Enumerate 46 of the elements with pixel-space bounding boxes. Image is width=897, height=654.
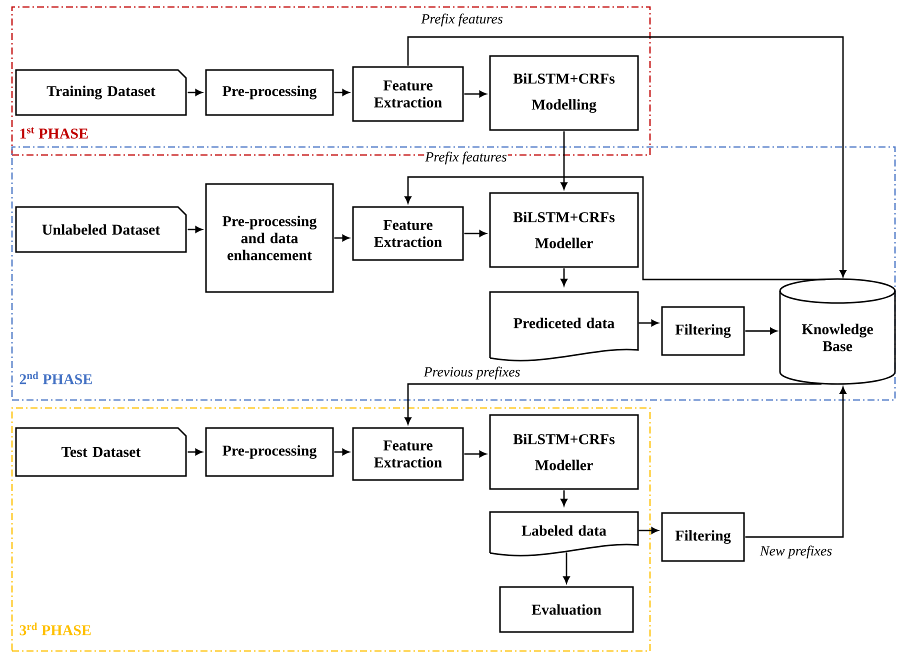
- arrow: [560, 131, 568, 190]
- arrow: [563, 552, 570, 584]
- arrow: [334, 89, 350, 96]
- process-box: Filtering: [661, 306, 745, 356]
- edge-label: Previous prefixes: [422, 366, 522, 380]
- process-box: Pre-processing: [205, 69, 334, 116]
- process-box: Feature Extraction: [352, 206, 464, 261]
- dataset-box: Test Dataset: [15, 427, 187, 477]
- arrow: [464, 450, 486, 458]
- process-box: Feature Extraction: [352, 427, 464, 481]
- database-cylinder: Knowledge Base: [779, 278, 896, 385]
- arrow: [745, 386, 846, 538]
- edge-label: Prefix features: [420, 12, 504, 28]
- document-shape: Prediceted data: [489, 291, 639, 362]
- arrow: [745, 328, 778, 334]
- process-box: Filtering: [661, 512, 745, 562]
- arrow: [334, 448, 350, 456]
- arrow: [464, 90, 486, 98]
- arrow: [638, 320, 658, 326]
- arrow: [638, 527, 658, 534]
- process-box: Pre-processing and data enhancement: [205, 183, 334, 293]
- arrow: [560, 268, 568, 286]
- document-shape: Labeled data: [489, 511, 639, 556]
- process-box: Pre-processing: [205, 427, 334, 477]
- arrow: [188, 89, 202, 96]
- model-box: BiLSTM+CRFs Modeller: [489, 414, 639, 490]
- phase-label: 2$^{nd}$ PHASE: [20, 372, 92, 384]
- phase-label: 1$^{st}$ PHASE: [20, 127, 88, 139]
- model-box: BiLSTM+CRFs Modelling: [489, 55, 639, 131]
- arrow: [404, 176, 826, 280]
- model-box: BiLSTM+CRFs Modeller: [489, 192, 639, 268]
- node-label: Knowledge Base: [802, 324, 873, 352]
- edge-label: New prefixes: [758, 544, 834, 560]
- arrow: [188, 448, 202, 456]
- edge-label: Prefix features: [424, 150, 508, 166]
- process-box: Evaluation: [499, 586, 634, 633]
- dataset-box: Training Dataset: [15, 69, 187, 116]
- arrow: [464, 230, 486, 237]
- arrow: [334, 234, 350, 242]
- arrow: [560, 490, 568, 506]
- arrow: [404, 383, 822, 424]
- arrow: [188, 226, 202, 233]
- phase-label: 3$^{rd}$ PHASE: [20, 622, 91, 636]
- process-box: Feature Extraction: [352, 66, 464, 122]
- dataset-box: Unlabeled Dataset: [15, 206, 187, 253]
- arrow: [407, 36, 846, 278]
